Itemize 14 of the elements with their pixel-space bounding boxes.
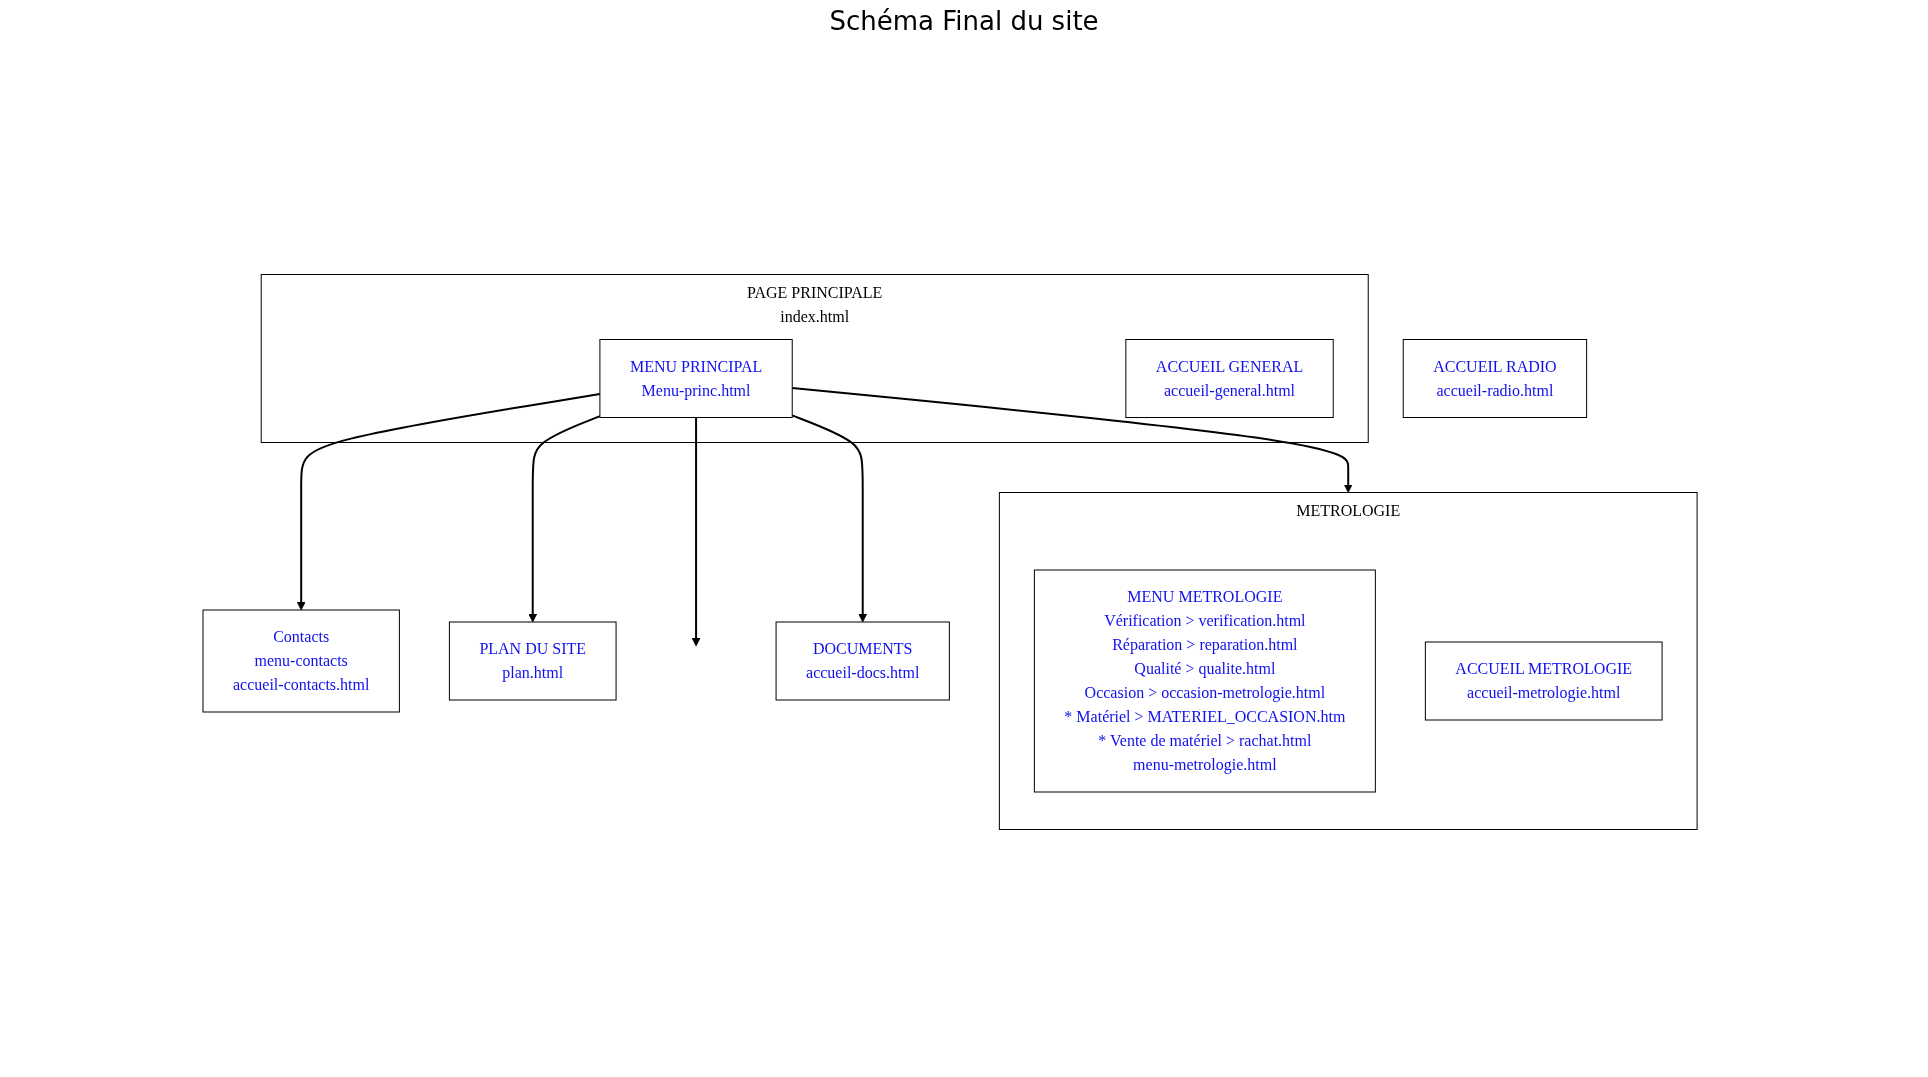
node-box: ACCUEIL GENERAL accueil-general.html [1125, 339, 1334, 418]
node-box: DOCUMENTS accueil-docs.html [775, 621, 950, 701]
arrow [296, 393, 601, 611]
node-box: ACCUEIL METROLOGIE accueil-metrologie.html [1424, 641, 1663, 721]
node-box: PLAN DU SITE plan.html [448, 621, 617, 701]
arrow [528, 415, 601, 623]
node-box: MENU PRINCIPAL Menu-princ.html [599, 339, 793, 418]
arrow [791, 414, 868, 623]
node-box: Contacts menu-contacts accueil-contacts.html [202, 609, 400, 713]
node-box: MENU METROLOGIE Vérification > verification.html Réparation > reparation.html Qualité > qualite.html Occasion > occasion-metrologie.html * Matériel > MATERIEL_OCCASION.htm * Vente de matériel > rachat.html menu-metrologie.html [1033, 569, 1376, 793]
diagram-title: Schéma Final du site [828, 6, 1100, 36]
arrow [791, 386, 1353, 493]
arrow [691, 416, 701, 647]
node-box: ACCUEIL RADIO accueil-radio.html [1402, 339, 1588, 418]
